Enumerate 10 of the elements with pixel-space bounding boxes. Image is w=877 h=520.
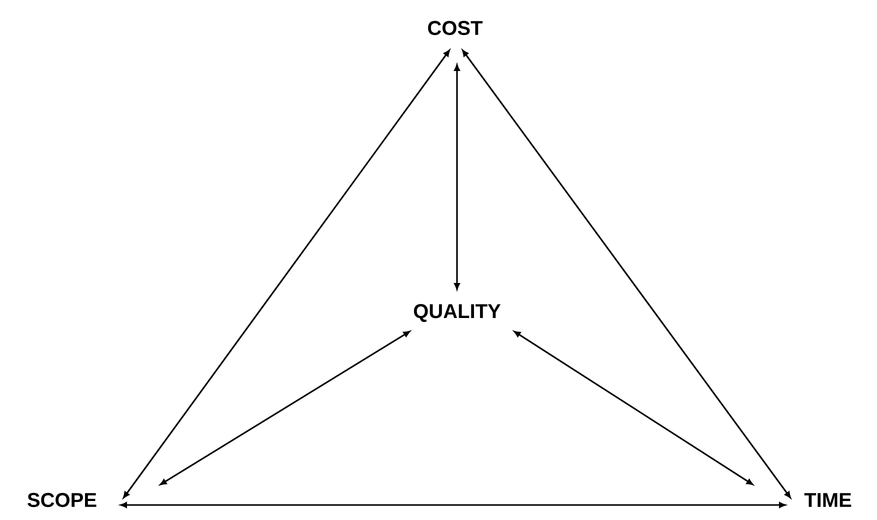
node-label: COST <box>428 20 483 36</box>
node-label: QUALITY <box>414 304 501 322</box>
arrow <box>454 64 460 290</box>
arrow <box>514 330 754 486</box>
arrow <box>120 502 786 508</box>
arrow <box>123 50 450 498</box>
node-label: SCOPE <box>28 492 96 508</box>
node-label: TIME <box>804 493 852 507</box>
arrow <box>160 330 410 486</box>
arrow <box>462 50 791 498</box>
